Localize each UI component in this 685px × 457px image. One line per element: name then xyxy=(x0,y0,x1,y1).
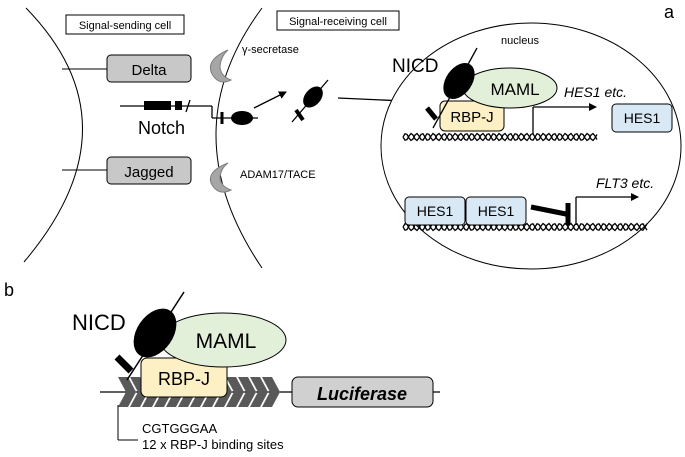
luciferase-gene: Luciferase xyxy=(291,376,434,408)
dna-helix-upper xyxy=(402,132,598,142)
nucleus-label: nucleus xyxy=(501,35,539,47)
released-nicd xyxy=(291,79,329,123)
svg-text:Jagged: Jagged xyxy=(124,164,173,181)
cleavage-arrow xyxy=(253,91,287,109)
svg-text:HES1: HES1 xyxy=(624,110,661,126)
maml-nucleus: MAML xyxy=(462,67,558,109)
binding-site-chevron xyxy=(262,377,280,407)
svg-text:MAML: MAML xyxy=(196,330,257,353)
svg-text:HES1 etc.: HES1 etc. xyxy=(564,84,627,100)
binding-sites-bracket xyxy=(117,405,138,441)
svg-text:Luciferase: Luciferase xyxy=(317,384,407,404)
receiving-cell-label: Signal-receiving cell xyxy=(276,10,400,31)
svg-text:Notch: Notch xyxy=(138,118,185,138)
panel-a-label: a xyxy=(664,2,675,22)
svg-text:RBP-J: RBP-J xyxy=(158,369,210,389)
binding-site-chevron xyxy=(250,377,268,407)
adam17-tace: ADAM17/TACE xyxy=(209,162,316,193)
hes1-protein: HES1 xyxy=(611,103,673,133)
svg-text:Signal-receiving cell: Signal-receiving cell xyxy=(289,16,387,28)
flt3-transcription-arrow: FLT3 etc. xyxy=(575,175,654,225)
repression-symbol xyxy=(530,203,571,225)
hes1-repressor-2: HES1 xyxy=(465,196,527,226)
hes1-repressor-1: HES1 xyxy=(404,196,466,226)
svg-text:MAML: MAML xyxy=(490,80,539,99)
gamma-secretase: γ-secretase xyxy=(209,44,299,83)
nicd-reporter: NICD xyxy=(72,291,185,381)
rbpj-reporter: RBP-J xyxy=(140,357,228,398)
sending-cell-membrane xyxy=(23,7,83,263)
delta-ligand: Delta xyxy=(62,54,192,83)
panel-b-label: b xyxy=(4,280,14,300)
nicd-nucleus: NICD xyxy=(392,47,478,129)
svg-text:NICD: NICD xyxy=(392,56,438,77)
binding-site-chevron xyxy=(226,377,244,407)
svg-text:ADAM17/TACE: ADAM17/TACE xyxy=(240,169,316,181)
notch-receptor: Notch xyxy=(120,99,258,138)
svg-text:γ-secretase: γ-secretase xyxy=(242,44,299,56)
svg-text:Signal-sending cell: Signal-sending cell xyxy=(79,20,171,32)
binding-sequence-label: CGTGGGAA xyxy=(142,421,217,436)
hes1-transcription-arrow: HES1 etc. xyxy=(532,84,627,134)
sending-cell-label: Signal-sending cell xyxy=(65,14,185,35)
binding-site-chevron xyxy=(238,377,256,407)
binding-sites-label: 12 x RBP-J binding sites xyxy=(142,437,284,452)
maml-reporter: MAML xyxy=(159,312,287,368)
svg-text:RBP-J: RBP-J xyxy=(450,109,493,126)
svg-text:Delta: Delta xyxy=(131,62,167,79)
svg-text:HES1: HES1 xyxy=(478,203,515,219)
svg-text:NICD: NICD xyxy=(72,310,126,335)
receiving-cell-membrane xyxy=(215,7,263,269)
jagged-ligand: Jagged xyxy=(62,156,192,185)
binding-site-chevron xyxy=(118,377,136,407)
svg-text:HES1: HES1 xyxy=(417,203,454,219)
svg-text:FLT3 etc.: FLT3 etc. xyxy=(596,175,654,191)
